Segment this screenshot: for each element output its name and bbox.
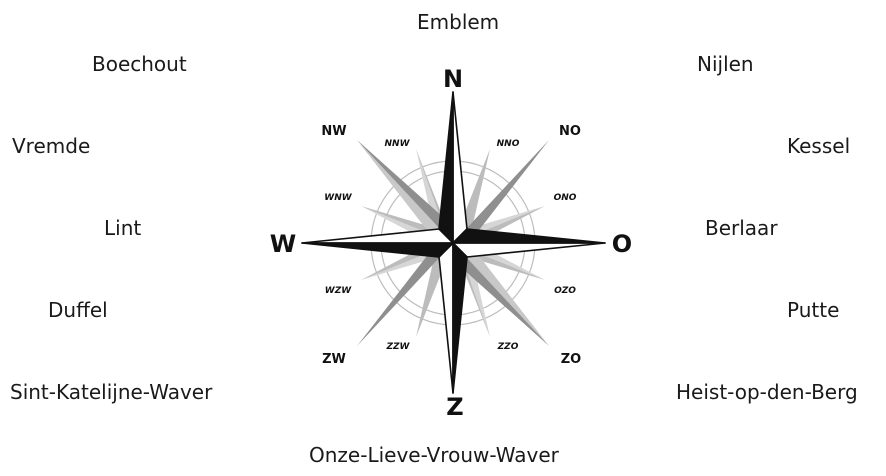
label-wzw: WZW xyxy=(325,286,352,296)
point-z-black xyxy=(453,243,467,393)
label-zw: ZW xyxy=(322,352,346,367)
label-zo: ZO xyxy=(561,352,581,367)
label-w: W xyxy=(270,230,296,258)
point-o-black xyxy=(453,229,605,243)
label-no: NO xyxy=(559,124,581,139)
label-nw: NW xyxy=(321,124,346,139)
point-z-white xyxy=(439,243,453,393)
label-nno: NNO xyxy=(497,139,520,149)
label-wnw: WNW xyxy=(324,193,352,203)
label-zzo: ZZO xyxy=(497,342,519,352)
label-o: O xyxy=(612,230,632,258)
point-w-black xyxy=(302,243,453,257)
label-n: N xyxy=(443,65,463,93)
label-ozo: OZO xyxy=(554,286,576,296)
label-zzw: ZZW xyxy=(386,342,411,352)
label-z: Z xyxy=(446,393,463,421)
point-n-white xyxy=(453,92,467,243)
label-nnw: NNW xyxy=(385,139,411,149)
point-w-white xyxy=(302,229,453,243)
point-n-black xyxy=(439,92,453,243)
point-o-white xyxy=(453,243,605,257)
label-ono: ONO xyxy=(554,193,577,203)
